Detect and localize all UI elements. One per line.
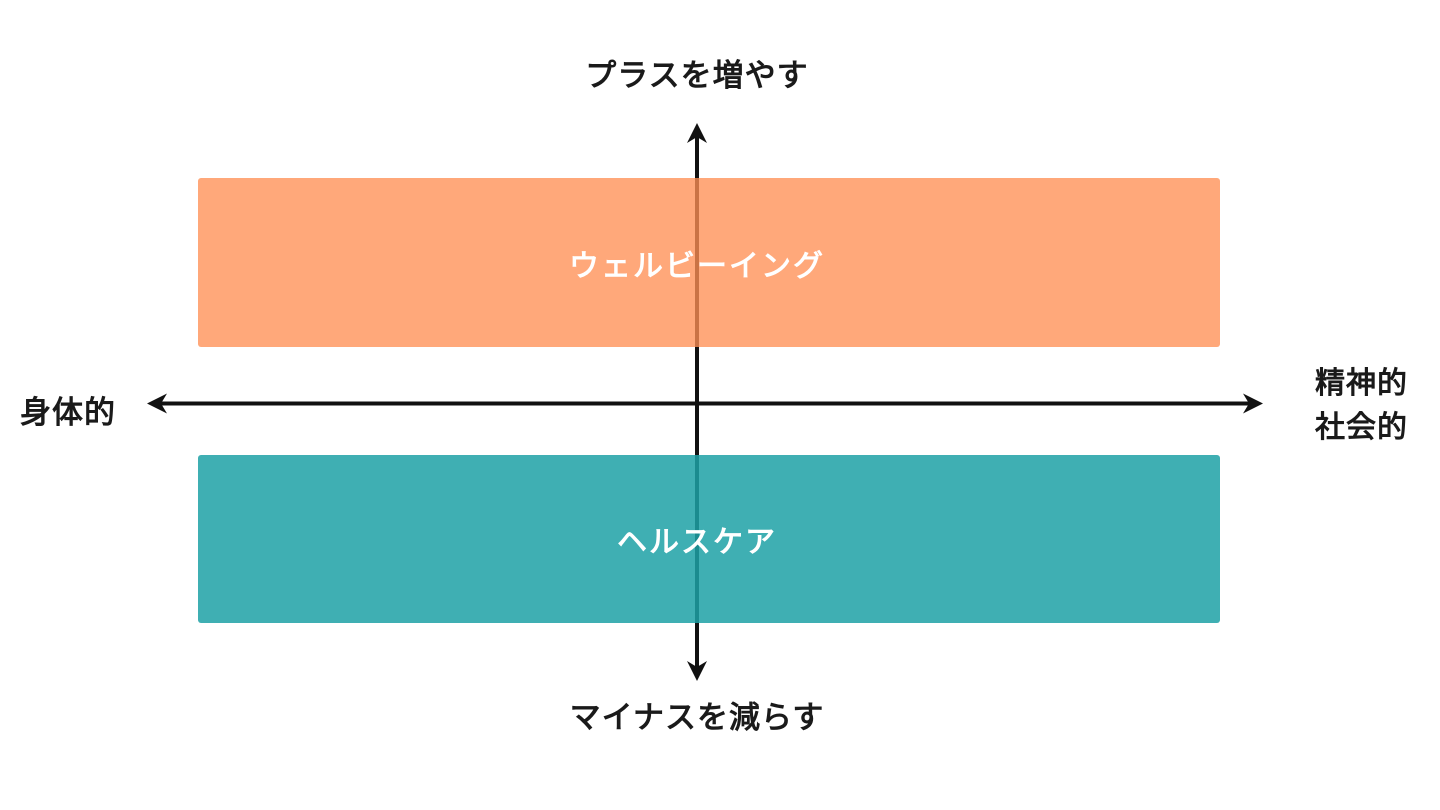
axis-label-right: 精神的 社会的: [1315, 362, 1408, 450]
wellbeing-band: ウェルビーイング: [198, 178, 1220, 347]
healthcare-band: ヘルスケア: [198, 455, 1220, 623]
wellbeing-band-label: ウェルビーイング: [569, 249, 825, 283]
healthcare-band-label: ヘルスケア: [617, 526, 777, 559]
axis-label-left: 身体的: [20, 395, 116, 430]
axis-label-top: プラスを増やす: [585, 58, 809, 93]
axis-label-right-line2: 社会的: [1315, 411, 1408, 444]
axis-label-right-line1: 精神的: [1315, 367, 1408, 400]
axis-label-bottom: マイナスを減らす: [569, 700, 825, 735]
